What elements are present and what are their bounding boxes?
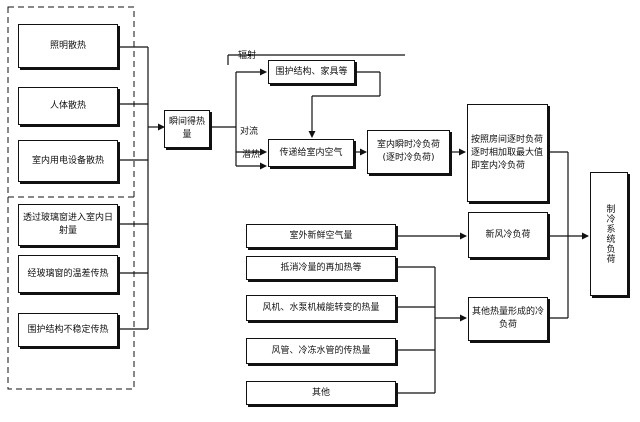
gain-split-connectors [210,68,466,170]
lighting-heat-box: 照明散热 [18,24,118,68]
system-load-label: 制冷系统负荷 [604,204,615,264]
glass-conduction-box: 经玻璃窗的温差传热 [18,255,118,293]
fresh-air-load-box: 新风冷负荷 [468,212,548,258]
solar-gain-box: 透过玻璃窗进入室内日射量 [18,204,118,246]
human-heat-box: 人体散热 [18,87,118,125]
other-box: 其他 [246,381,396,405]
instant-cooling-load-label: 室内瞬时冷负荷 [376,140,440,150]
envelope-transfer-box: 围护结构不稳定传热 [18,313,118,347]
system-load-box: 制冷系统负荷 [590,172,628,296]
label-radiation: 辐射 [238,51,257,61]
other-loads-box: 其他热量形成的冷负荷 [468,297,548,341]
heat-gain-group-frame [7,6,135,390]
system-connectors [548,151,589,319]
reheat-box: 抵消冷量的再加热等 [246,256,396,280]
room-air-box: 传递给室内空气 [268,139,354,167]
source-connectors [118,46,165,330]
envelope-furniture-box: 围护结构、家具等 [268,60,355,84]
label-latent: 潜热 [242,150,261,160]
duct-pipe-box: 风管、冷冻水管的传热量 [246,338,396,364]
instant-cooling-load-sublabel: (逐时冷负荷) [382,153,435,163]
fan-pump-box: 风机、水泵机械能转变的热量 [246,295,396,321]
outdoor-air-box: 室外新鲜空气量 [246,224,396,248]
label-convection: 对流 [240,127,259,137]
load-connectors [227,54,467,394]
hourly-max-box: 按照房间逐时负荷逐时相加取最大值即室内冷负荷 [467,104,548,202]
instant-gain-box: 瞬间得热量 [164,110,210,148]
equipment-heat-box: 室内用电设备散热 [18,140,118,182]
instant-cooling-load-box: 室内瞬时冷负荷 (逐时冷负荷) [367,130,450,174]
